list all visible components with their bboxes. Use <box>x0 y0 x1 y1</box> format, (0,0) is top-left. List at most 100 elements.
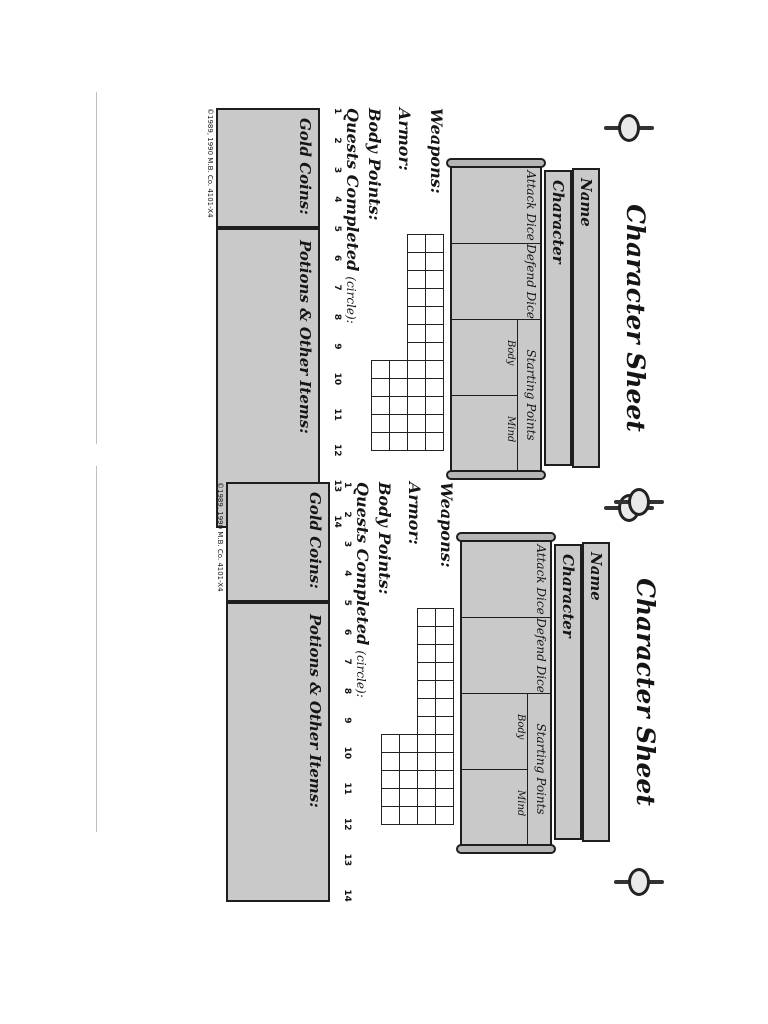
body-point-box[interactable] <box>435 787 455 807</box>
body-point-box[interactable] <box>435 679 455 699</box>
quest-number[interactable]: 14 <box>342 889 352 902</box>
body-point-box[interactable] <box>371 377 391 397</box>
quest-number[interactable]: 2 <box>332 137 342 144</box>
quest-number[interactable]: 3 <box>342 540 352 548</box>
quest-number[interactable]: 3 <box>332 166 342 174</box>
body-point-box[interactable] <box>389 413 409 433</box>
quest-number[interactable]: 7 <box>342 658 352 665</box>
body-point-box[interactable] <box>407 323 427 343</box>
body-point-box[interactable] <box>417 805 437 825</box>
body-point-box[interactable] <box>407 233 427 253</box>
quest-number[interactable]: 12 <box>342 818 352 831</box>
body-point-box[interactable] <box>381 751 401 771</box>
body-point-box[interactable] <box>371 413 391 433</box>
body-point-box[interactable] <box>371 395 391 415</box>
body-point-box[interactable] <box>425 359 445 379</box>
quest-number[interactable]: 10 <box>342 746 352 760</box>
quest-number[interactable]: 2 <box>342 511 352 518</box>
quest-number[interactable]: 5 <box>332 225 342 232</box>
body-point-box[interactable] <box>371 359 391 379</box>
name-field[interactable]: Name <box>582 542 610 842</box>
quest-number[interactable]: 11 <box>342 782 352 795</box>
quest-number[interactable]: 4 <box>342 570 352 577</box>
body-point-box[interactable] <box>407 305 427 325</box>
gold-coins-box[interactable]: Gold Coins: <box>216 108 320 228</box>
body-point-box[interactable] <box>435 697 455 717</box>
body-point-box[interactable] <box>435 805 455 825</box>
attack-dice-cell[interactable]: Attack Dice <box>462 542 550 618</box>
body-point-box[interactable] <box>425 251 445 271</box>
body-point-box[interactable] <box>417 715 437 735</box>
attack-dice-cell[interactable]: Attack Dice <box>452 168 540 244</box>
body-point-box[interactable] <box>399 769 419 789</box>
character-field[interactable]: Character <box>554 544 582 840</box>
body-point-box[interactable] <box>417 661 437 681</box>
body-point-box[interactable] <box>371 431 391 451</box>
body-points-grid[interactable] <box>381 607 455 825</box>
body-point-box[interactable] <box>417 733 437 753</box>
quest-number[interactable]: 4 <box>332 196 342 203</box>
body-point-box[interactable] <box>407 287 427 307</box>
body-point-box[interactable] <box>389 359 409 379</box>
name-field[interactable]: Name <box>572 168 600 468</box>
quest-number[interactable]: 6 <box>332 255 342 262</box>
body-point-box[interactable] <box>417 625 437 645</box>
body-point-box[interactable] <box>389 431 409 451</box>
body-point-box[interactable] <box>381 769 401 789</box>
body-point-box[interactable] <box>407 341 427 361</box>
defend-dice-cell[interactable]: Defend Dice <box>462 618 550 694</box>
body-point-box[interactable] <box>435 625 455 645</box>
quest-number[interactable]: 10 <box>332 372 342 386</box>
quest-number[interactable]: 7 <box>332 284 342 291</box>
body-point-box[interactable] <box>399 751 419 771</box>
body-point-box[interactable] <box>417 787 437 807</box>
quest-number[interactable]: 5 <box>342 599 352 606</box>
body-point-box[interactable] <box>381 805 401 825</box>
body-point-box[interactable] <box>435 751 455 771</box>
body-point-box[interactable] <box>381 787 401 807</box>
body-point-box[interactable] <box>425 377 445 397</box>
character-field[interactable]: Character <box>544 170 572 466</box>
body-point-box[interactable] <box>389 377 409 397</box>
body-point-box[interactable] <box>407 395 427 415</box>
body-point-box[interactable] <box>417 697 437 717</box>
body-point-box[interactable] <box>425 395 445 415</box>
body-point-box[interactable] <box>389 395 409 415</box>
body-point-box[interactable] <box>435 769 455 789</box>
body-point-box[interactable] <box>425 233 445 253</box>
body-point-box[interactable] <box>417 643 437 663</box>
body-point-box[interactable] <box>417 607 437 627</box>
body-point-box[interactable] <box>435 733 455 753</box>
quest-number[interactable]: 9 <box>332 343 342 350</box>
body-point-box[interactable] <box>435 715 455 735</box>
quest-number[interactable]: 9 <box>342 717 352 724</box>
body-point-box[interactable] <box>435 607 455 627</box>
body-point-box[interactable] <box>407 413 427 433</box>
body-point-box[interactable] <box>425 413 445 433</box>
body-point-box[interactable] <box>425 269 445 289</box>
body-point-box[interactable] <box>407 251 427 271</box>
quest-number[interactable]: 8 <box>332 313 342 321</box>
body-point-box[interactable] <box>417 679 437 699</box>
quest-number[interactable]: 11 <box>332 408 342 421</box>
quest-number[interactable]: 6 <box>342 629 352 636</box>
body-point-box[interactable] <box>435 643 455 663</box>
body-points-grid[interactable] <box>371 233 445 451</box>
defend-dice-cell[interactable]: Defend Dice <box>452 244 540 320</box>
body-point-box[interactable] <box>425 287 445 307</box>
body-point-box[interactable] <box>425 305 445 325</box>
gold-coins-box[interactable]: Gold Coins: <box>226 482 330 602</box>
body-point-box[interactable] <box>425 431 445 451</box>
potions-box[interactable]: Potions & Other Items: <box>226 602 330 902</box>
body-point-box[interactable] <box>425 323 445 343</box>
quest-number[interactable]: 1 <box>332 108 342 115</box>
body-point-box[interactable] <box>417 751 437 771</box>
body-point-box[interactable] <box>435 661 455 681</box>
body-point-box[interactable] <box>425 341 445 361</box>
body-point-box[interactable] <box>407 377 427 397</box>
quest-number[interactable]: 8 <box>342 687 352 695</box>
quest-number[interactable]: 13 <box>342 853 352 867</box>
body-point-box[interactable] <box>407 359 427 379</box>
body-point-box[interactable] <box>399 733 419 753</box>
quest-number[interactable]: 1 <box>342 482 352 489</box>
